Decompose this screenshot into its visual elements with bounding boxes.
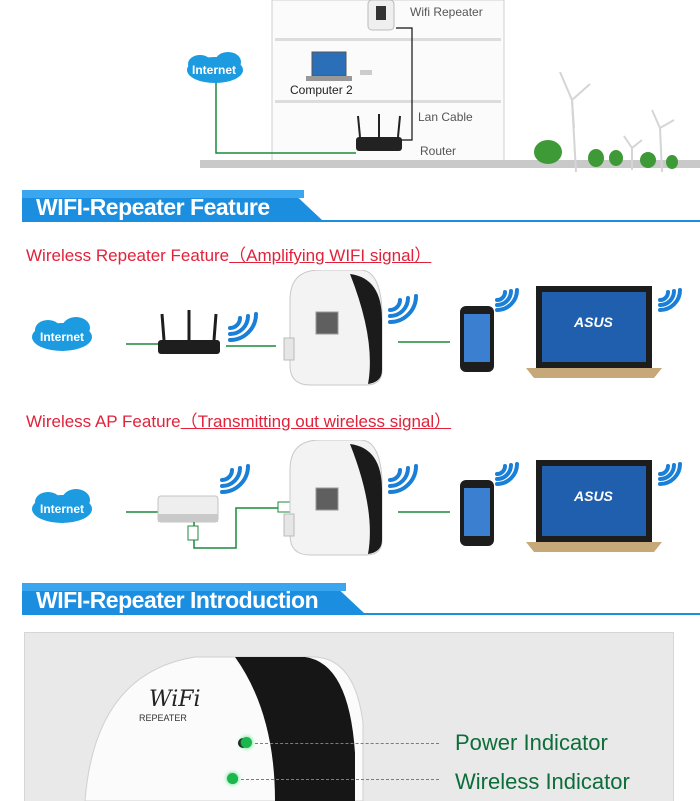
feature-section-title: WIFI-Repeater Feature (36, 194, 270, 220)
power-indicator-label: Power Indicator (455, 730, 608, 755)
ap-diagram-graphic (32, 439, 682, 556)
router-label: Router (420, 144, 457, 158)
wireless-led-dot (227, 773, 238, 784)
building-diagram-graphic (187, 0, 700, 173)
repeater-feature-title: Wireless Repeater Feature（Amplifying WIF… (26, 241, 431, 266)
internet-cloud-label: Internet (192, 63, 237, 77)
repeater-diagram-graphic (32, 269, 682, 386)
ap-internet-label: Internet (40, 502, 85, 516)
intro-panel: WiFi REPEATER Power Indicator Wireless I… (24, 632, 674, 801)
power-indicator-line (255, 743, 439, 744)
ap-feature-diagram: Internet ASUS (0, 439, 700, 575)
power-led-dot (241, 737, 252, 748)
banner-shape (22, 190, 700, 222)
lan-cable-label: Lan Cable (418, 110, 473, 124)
wireless-indicator-label: Wireless Indicator (455, 769, 630, 794)
repeater-internet-label: Internet (40, 330, 85, 344)
wifi-repeater-label: Wifi Repeater (410, 5, 483, 19)
ap-feature-title: Wireless AP Feature（Transmitting out wir… (26, 407, 451, 432)
intro-section-banner: WIFI-Repeater Introduction (22, 583, 700, 617)
feature-section-banner: WIFI-Repeater Feature (22, 190, 700, 224)
repeater-feature-title-sub: （Amplifying WIFI signal） (229, 246, 432, 265)
laptop-brand-label: ASUS (574, 314, 613, 330)
banner-shape-2 (22, 583, 700, 615)
device-logo: WiFi (149, 687, 201, 712)
repeater-closeup-graphic (84, 656, 364, 801)
computer-2-label: Computer 2 (290, 83, 353, 97)
ap-feature-title-main: Wireless AP Feature (26, 412, 181, 431)
ap-feature-title-sub: （Transmitting out wireless signal） (180, 412, 452, 431)
intro-section-title: WIFI-Repeater Introduction (36, 587, 319, 613)
top-diagram: Internet Wifi Repeater Computer 2 Lan Ca… (0, 0, 700, 180)
repeater-feature-title-main: Wireless Repeater Feature (26, 246, 230, 265)
device-sub-logo: REPEATER (139, 713, 187, 723)
laptop-brand-label-2: ASUS (574, 488, 613, 504)
wireless-indicator-line (241, 779, 439, 780)
repeater-feature-diagram: Internet ASUS (0, 269, 700, 400)
